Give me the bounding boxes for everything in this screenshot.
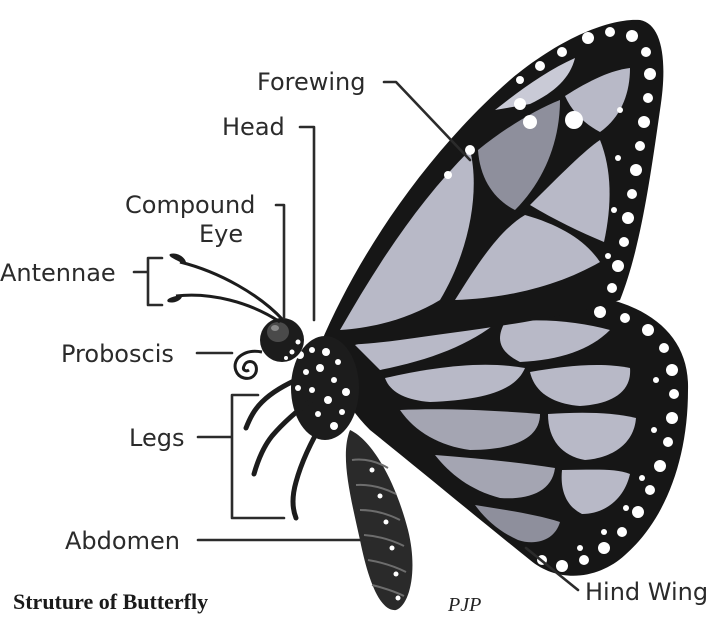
antenna-lower <box>175 293 281 324</box>
label-compound-eye-line1: Compound <box>125 191 255 219</box>
diagram-caption: Struture of Butterfly <box>13 589 208 614</box>
abdomen-segmented <box>345 430 413 611</box>
label-forewing: Forewing <box>257 68 365 96</box>
label-compound-eye-line2: Eye <box>199 220 243 248</box>
antenna-upper <box>179 260 285 322</box>
leg-middle <box>251 397 315 477</box>
label-antennae: Antennae <box>0 259 116 287</box>
label-hind-wing: Hind Wing <box>585 578 708 606</box>
leg-front <box>243 375 303 431</box>
leader-lines <box>132 80 580 592</box>
hind-wing <box>329 291 689 576</box>
label-proboscis: Proboscis <box>61 340 174 368</box>
label-head: Head <box>222 113 285 141</box>
compound-eye <box>267 322 289 342</box>
proboscis-coil <box>233 349 263 380</box>
butterfly-body <box>167 253 413 611</box>
artist-signature: PJP <box>447 594 481 616</box>
forewing <box>320 19 664 346</box>
label-abdomen: Abdomen <box>65 527 180 555</box>
label-legs: Legs <box>129 424 184 452</box>
leg-hind <box>290 417 327 521</box>
